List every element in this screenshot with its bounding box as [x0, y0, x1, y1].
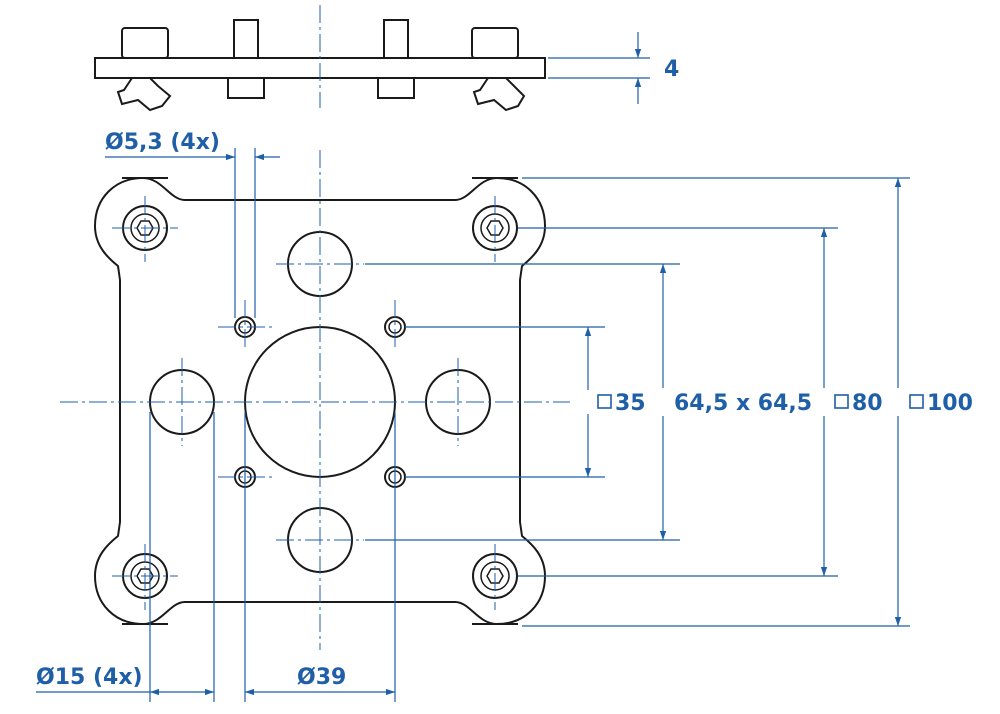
dim-64-label: 64,5 x 64,5: [674, 391, 812, 416]
dim-small-hole-label: Ø5,3 (4x): [105, 130, 220, 155]
side-nut-right: [377, 77, 415, 99]
dim-35-label: 35: [615, 391, 646, 416]
square-symbol-80: [834, 394, 849, 409]
dimensions: Ø5,3 (4x) 35 64,5 x 64,5 80 100 Ø15: [36, 130, 973, 702]
square-symbol-100: [909, 394, 924, 409]
side-tnut-left: [116, 77, 172, 112]
side-pin-left: [233, 19, 259, 59]
side-screw-head-right: [471, 27, 519, 59]
dim-80-label: 80: [852, 391, 883, 416]
dim-bore-label: Ø39: [297, 665, 346, 690]
side-tnut-right: [472, 77, 526, 112]
side-screw-head-left: [121, 27, 169, 59]
thickness-label: 4: [664, 57, 679, 82]
dim-100-label: 100: [927, 391, 973, 416]
side-pin-right: [383, 19, 409, 59]
side-view: 4: [94, 5, 679, 112]
top-view: [60, 150, 570, 650]
dim-large-hole-label: Ø15 (4x): [36, 665, 143, 690]
square-symbol-35: [597, 394, 612, 409]
plate-outline: [94, 177, 546, 625]
side-nut-left: [227, 77, 265, 99]
